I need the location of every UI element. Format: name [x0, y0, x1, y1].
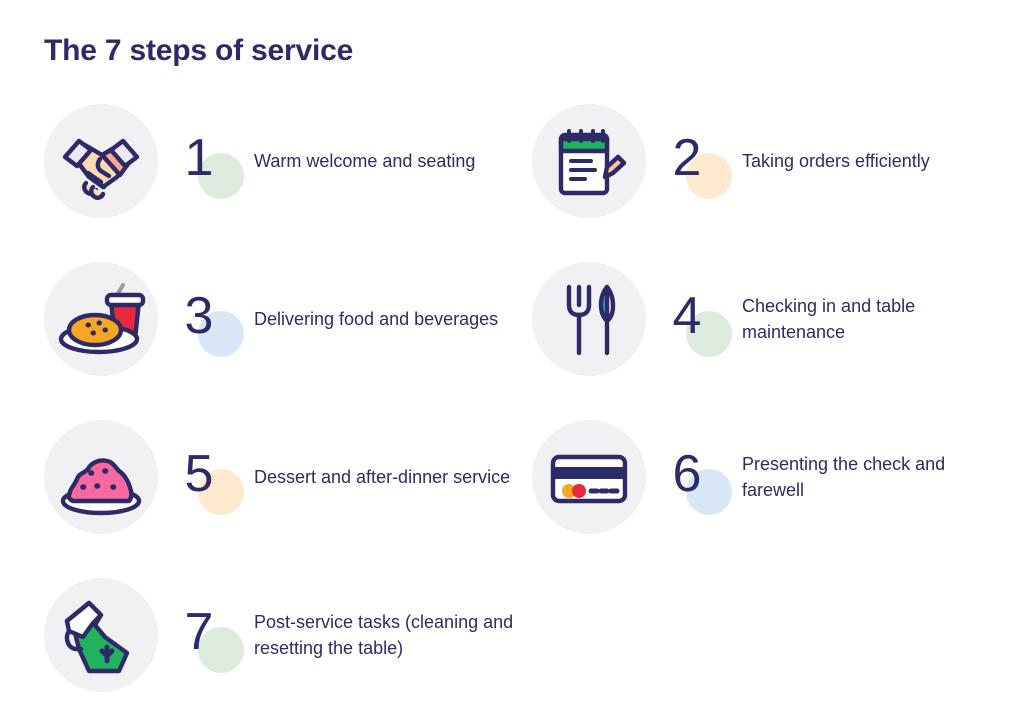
step-number-wrap-5: 5 [168, 427, 252, 527]
page-title: The 7 steps of service [44, 34, 354, 67]
fork-and-knife-icon [532, 262, 646, 376]
step-number: 5 [184, 445, 214, 503]
step-number: 7 [184, 603, 214, 661]
step-number: 1 [184, 129, 214, 187]
accent-circle [198, 627, 244, 673]
step-number: 4 [672, 287, 702, 345]
accent-circle [686, 469, 732, 515]
step-label: Warm welcome and seating [254, 150, 476, 171]
step-item-6: 6 Presenting the check and farewell [532, 420, 1012, 534]
dessert-plate-icon [44, 420, 158, 534]
accent-circle [686, 311, 732, 357]
credit-card-icon [532, 420, 646, 534]
step-item-3: 3 Delivering food and beverages [44, 262, 524, 376]
step-number: 2 [672, 129, 702, 187]
accent-circle [198, 153, 244, 199]
step-item-7: 7 Post-service tasks (cleaning and reset… [44, 578, 524, 692]
step-label: Post-service tasks (cleaning and resetti… [254, 611, 514, 658]
step-number-wrap-1: 1 [168, 111, 252, 211]
spray-bottle-icon [44, 578, 158, 692]
step-number: 6 [672, 445, 702, 503]
handshake-icon [44, 104, 158, 218]
step-item-5: 5 Dessert and after-dinner service [44, 420, 524, 534]
accent-circle [198, 469, 244, 515]
step-number-wrap-3: 3 [168, 269, 252, 369]
step-item-4: 4 Checking in and table maintenance [532, 262, 1012, 376]
accent-circle [686, 153, 732, 199]
step-label: Delivering food and beverages [254, 308, 499, 329]
step-number: 3 [184, 287, 214, 345]
step-item-1: 1 Warm welcome and seating [44, 104, 524, 218]
step-label: Presenting the check and farewell [742, 453, 946, 500]
step-number-wrap-7: 7 [168, 585, 252, 685]
step-label: Taking orders efficiently [742, 150, 930, 171]
step-item-2: 2 Taking orders efficiently [532, 104, 1012, 218]
step-label: Dessert and after-dinner service [254, 466, 511, 487]
notepad-pencil-icon [532, 104, 646, 218]
step-number-wrap-6: 6 [656, 427, 740, 527]
step-label: Checking in and table maintenance [742, 295, 916, 342]
step-number-wrap-4: 4 [656, 269, 740, 369]
step-number-wrap-2: 2 [656, 111, 740, 211]
food-and-drink-icon [44, 262, 158, 376]
accent-circle [198, 311, 244, 357]
